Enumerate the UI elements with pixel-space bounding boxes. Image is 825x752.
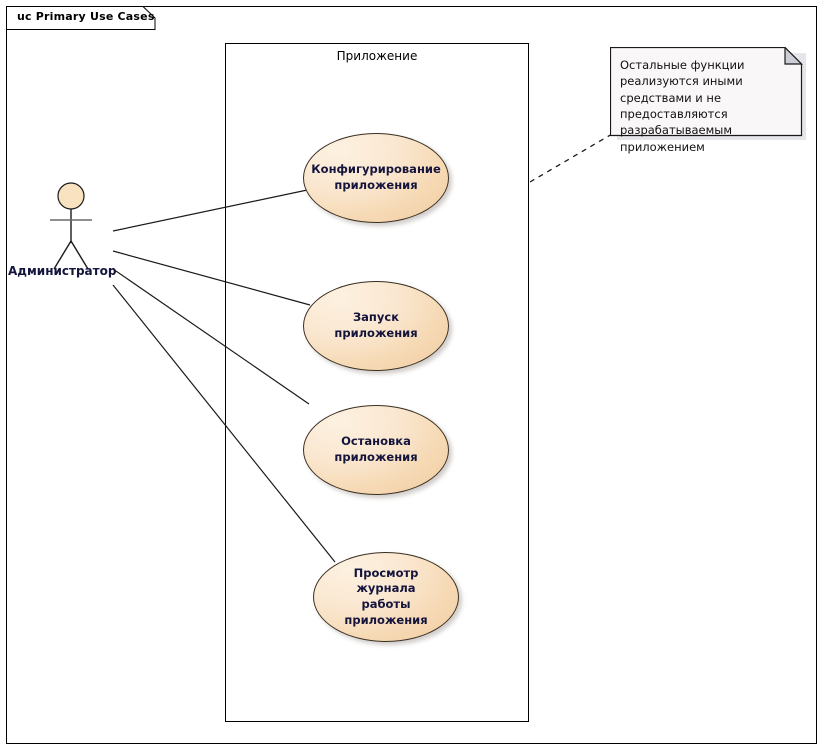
diagram-frame-tab: uc Primary Use Cases bbox=[6, 6, 156, 30]
use-case-configure-application[interactable]: Конфигурирование приложения bbox=[303, 133, 449, 223]
note-text: Остальные функции реализуются иными сред… bbox=[620, 58, 745, 154]
use-case-label: Остановка приложения bbox=[334, 434, 418, 464]
note-shape-icon bbox=[610, 47, 806, 140]
use-case-label: Запуск приложения bbox=[334, 310, 418, 340]
use-case-stop-application[interactable]: Остановка приложения bbox=[303, 405, 449, 495]
actor-administrator[interactable] bbox=[40, 180, 102, 272]
use-case-label: Просмотр журнала работы приложения bbox=[344, 565, 428, 627]
use-case-start-application[interactable]: Запуск приложения bbox=[303, 281, 449, 371]
note-box[interactable]: Остальные функции реализуются иными сред… bbox=[610, 47, 806, 154]
system-boundary-label: Приложение bbox=[336, 49, 418, 63]
use-case-label: Конфигурирование приложения bbox=[311, 162, 441, 192]
use-case-view-application-log[interactable]: Просмотр журнала работы приложения bbox=[313, 552, 459, 642]
diagram-frame-label: uc Primary Use Cases bbox=[17, 10, 155, 23]
actor-label: Администратор bbox=[8, 264, 117, 278]
stick-figure-actor-icon bbox=[50, 182, 92, 270]
